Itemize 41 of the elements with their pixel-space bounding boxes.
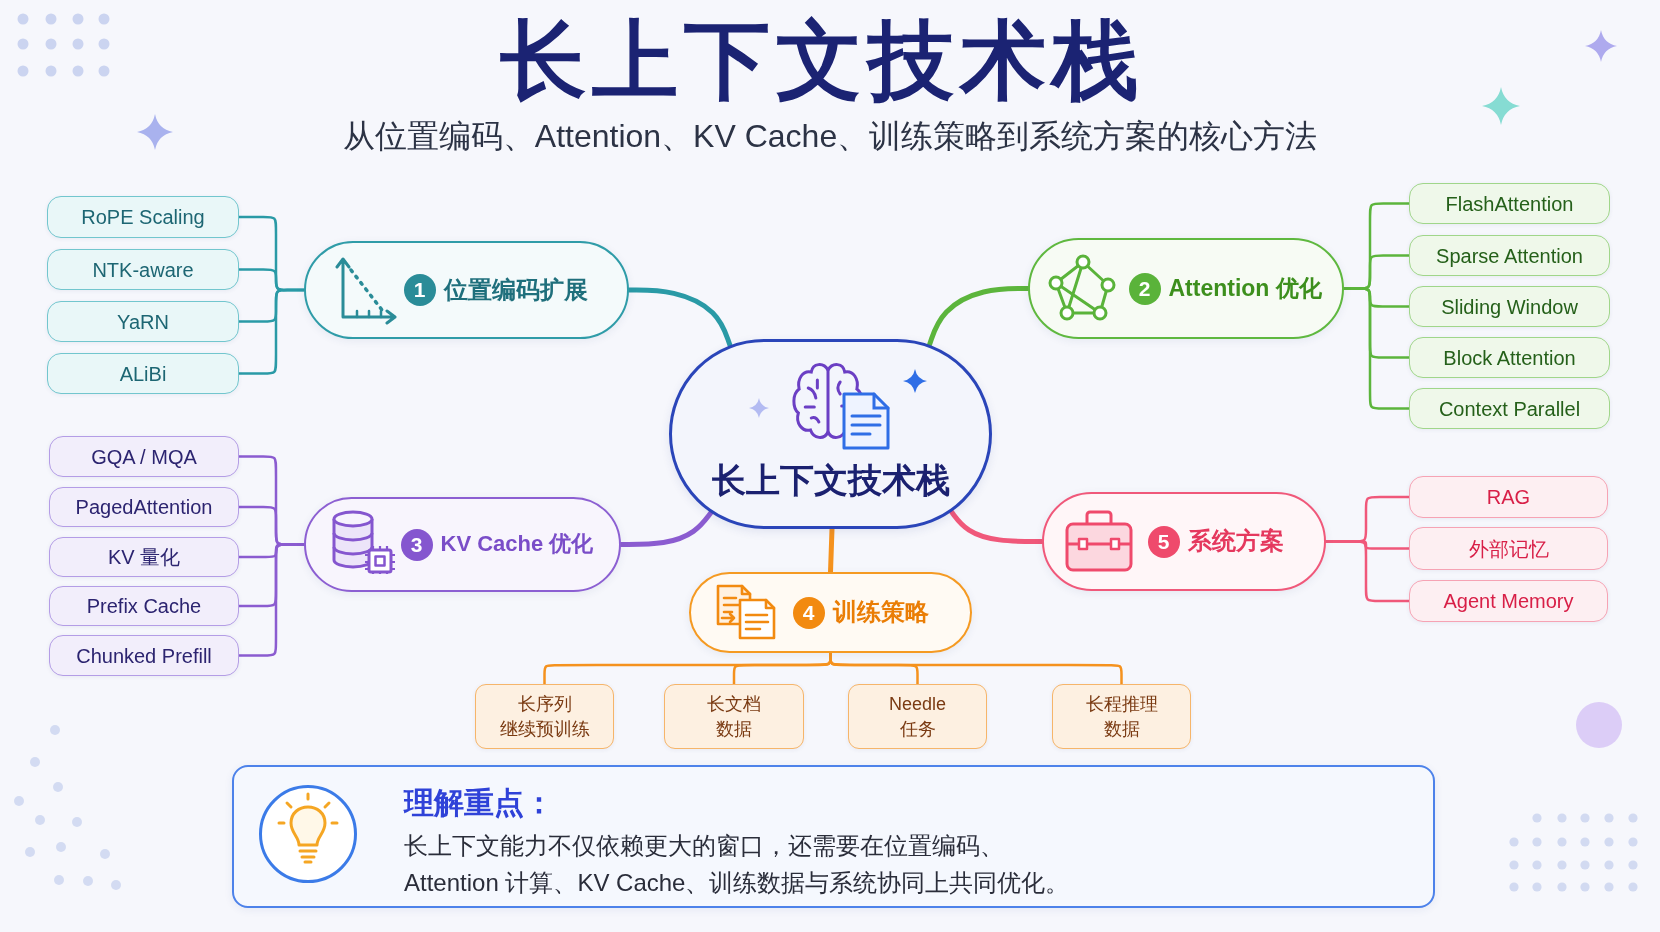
subtopic-node: Chunked Prefill: [49, 635, 239, 676]
subtopic-node: YaRN: [47, 301, 239, 342]
subtopic-node: NTK-aware: [47, 249, 239, 290]
subtopic-node: ALiBi: [47, 353, 239, 394]
step-number: 3: [400, 528, 433, 561]
subtopic-node: 长序列继续预训练: [475, 684, 614, 749]
subtopic-node: RoPE Scaling: [47, 196, 239, 238]
branch-title: Attention 优化: [1168, 274, 1322, 303]
subtopic-node: GQA / MQA: [49, 436, 239, 477]
step-number: 2: [1128, 272, 1161, 305]
subtopic-node: Sliding Window: [1409, 286, 1610, 327]
branch-title: 系统方案: [1187, 527, 1284, 556]
branch-title: KV Cache 优化: [440, 531, 594, 558]
subtopic-node: RAG: [1409, 476, 1608, 518]
subtopic-node: Needle 任务: [848, 684, 987, 749]
subtopic-node: Agent Memory: [1409, 580, 1608, 622]
subtopic-node: PagedAttention: [49, 487, 239, 527]
note-heading: 理解重点：: [404, 785, 554, 821]
connector-line: [1324, 540, 1411, 603]
subtopic-node: Block Attention: [1409, 337, 1610, 378]
subtopic-node: 外部记忆: [1409, 527, 1608, 570]
subtitle: 从位置编码、Attention、KV Cache、训练策略到系统方案的核心方法: [342, 117, 1318, 156]
step-number: 5: [1147, 525, 1180, 558]
branch-title: 位置编码扩展: [443, 275, 588, 305]
note-panel: [232, 765, 1435, 908]
connector-line: [1342, 287, 1411, 410]
subtopic-node: FlashAttention: [1409, 183, 1610, 224]
connector-line: [237, 288, 306, 375]
step-number: 1: [403, 274, 436, 306]
subtopic-node: 长文档数据: [664, 684, 804, 749]
subtopic-node: Context Parallel: [1409, 388, 1610, 429]
subtopic-node: 长程推理数据: [1052, 684, 1191, 749]
subtopic-node: KV 量化: [49, 537, 239, 577]
step-number: 4: [792, 596, 825, 629]
note-text: 长上下文能力不仅依赖更大的窗口，还需要在位置编码、Attention 计算、KV Cache、训练数据与系统协同上共同优化。: [404, 831, 1071, 898]
page-title: 长上下文技术栈: [500, 17, 1144, 103]
subtopic-node: Prefix Cache: [49, 586, 239, 626]
branch-title: 训练策略: [832, 598, 929, 627]
central-title: 长上下文技术栈: [711, 460, 950, 501]
subtopic-node: Sparse Attention: [1409, 235, 1610, 276]
connector-line: [237, 543, 306, 657]
